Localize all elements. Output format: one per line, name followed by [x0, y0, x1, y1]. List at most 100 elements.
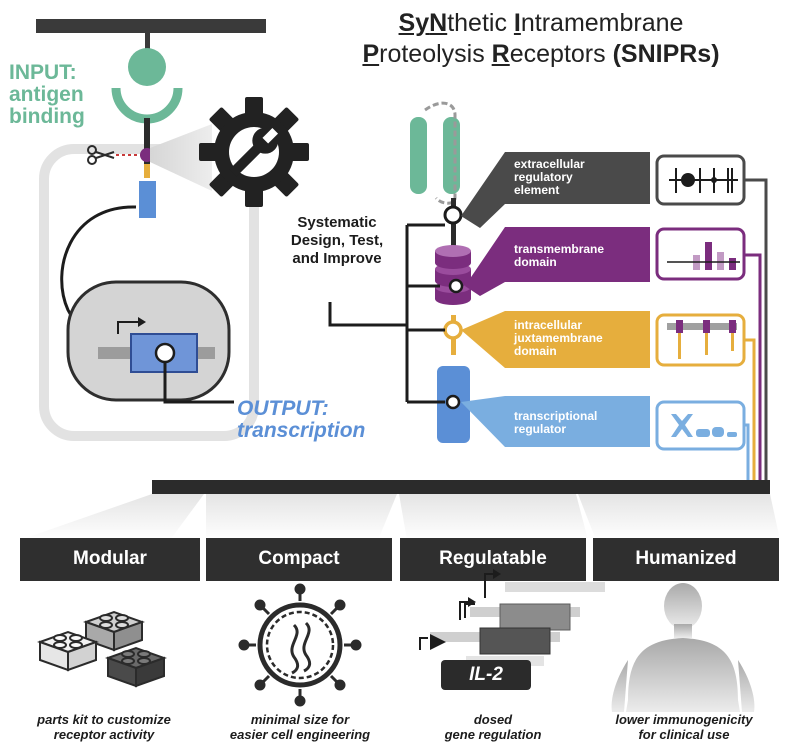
- transcription-start-arrowhead: [138, 317, 146, 327]
- caption-modular: parts kit to customize receptor activity: [4, 712, 204, 742]
- domain-label-regulatory: extracellular regulatory element: [514, 158, 648, 197]
- caption-line: minimal size for: [250, 712, 350, 727]
- title-line2: Proteolysis Receptors (SNIPRs): [296, 39, 786, 70]
- domain-label-line: element: [514, 183, 560, 197]
- title-segment: thetic: [447, 9, 514, 37]
- caption-line: lower immunogenicity: [615, 712, 753, 727]
- title-segment: Sy: [398, 9, 430, 37]
- transcription-start-arrow: [117, 321, 140, 334]
- design-label-line3: and Improve: [292, 250, 382, 267]
- response-element: [154, 342, 176, 364]
- design-label: Systematic Design, Test, and Improve: [272, 214, 402, 268]
- virus-icon: [238, 583, 362, 707]
- domain-label-transmembrane: transmembrane domain: [514, 243, 648, 269]
- caption-line: receptor activity: [53, 727, 155, 742]
- input-label-line1: INPUT:: [9, 61, 77, 84]
- domain-label-line: regulatory: [514, 170, 573, 184]
- output-label: OUTPUT: transcription: [237, 398, 397, 442]
- panel-wire-regulator: [744, 423, 750, 490]
- projection-beams: [20, 480, 780, 540]
- domain-label-juxtamembrane: intracellular juxtamembrane domain: [514, 319, 648, 358]
- human-silhouette-icon: [611, 583, 755, 712]
- panel-wire-juxtamembrane: [744, 338, 756, 490]
- title-segment: (SNIPRs): [612, 40, 720, 68]
- feature-label-modular: Modular: [73, 548, 147, 569]
- gear-wrench-icon: [199, 97, 309, 207]
- dimer-dashed-arc: [424, 101, 457, 205]
- title-segment: roteolysis: [379, 40, 492, 68]
- cell-schematic: [36, 19, 266, 441]
- node-juxtamembrane: [443, 320, 463, 340]
- node-regulatory: [443, 205, 463, 225]
- feature-label-humanized: Humanized: [635, 548, 737, 569]
- node-regulator: [445, 394, 461, 410]
- panel-transmembrane: [655, 227, 746, 281]
- il2-label: IL-2: [469, 664, 503, 685]
- caption-line: parts kit to customize: [37, 712, 171, 727]
- receptor-stem-top: [145, 33, 150, 49]
- callout-regulatory: [461, 152, 650, 228]
- caption-compact: minimal size for easier cell engineering: [200, 712, 400, 742]
- membrane-bar: [36, 19, 266, 33]
- caption-line: easier cell engineering: [229, 727, 371, 742]
- design-label-line1: Systematic: [297, 214, 377, 231]
- extracellular-bar-right: [443, 117, 460, 194]
- extracellular-bar-left: [410, 117, 427, 194]
- title-segment: eceptors: [509, 40, 613, 68]
- transmembrane-stack: [435, 245, 471, 305]
- output-label-line2: transcription: [237, 419, 366, 442]
- domain-label-line: extracellular: [514, 157, 585, 171]
- caption-line: dosed: [473, 712, 513, 727]
- banner-compact: [206, 538, 392, 581]
- banner-humanized: [593, 538, 779, 581]
- domain-label-line: juxtamembrane: [514, 331, 603, 345]
- banner-modular: [20, 538, 200, 581]
- title-segment: P: [362, 40, 380, 68]
- domain-label-line: domain: [514, 344, 557, 358]
- caption-line: gene regulation: [444, 727, 542, 742]
- transcription-factor: [139, 181, 156, 218]
- panel-regulator-glyphs: [671, 414, 737, 437]
- caption-humanized: lower immunogenicity for clinical use: [584, 712, 784, 742]
- domain-label-line: domain: [514, 255, 557, 269]
- title-segment: R: [491, 40, 510, 68]
- feature-label-compact: Compact: [258, 548, 340, 569]
- output-connector: [163, 362, 234, 404]
- panel-wire-transmembrane: [744, 253, 762, 490]
- title-segment: ntramembrane: [520, 9, 684, 37]
- callout-juxtamembrane: [461, 311, 650, 368]
- figure-title: SyNthetic Intramembrane Proteolysis Rece…: [296, 8, 786, 70]
- input-label: INPUT: antigen binding: [9, 62, 119, 128]
- panel-transmembrane-bars: [667, 242, 740, 270]
- domain-label-line: transcriptional: [514, 409, 598, 423]
- input-label-line2: antigen: [9, 83, 84, 106]
- lego-bricks-icon: [37, 610, 167, 688]
- callout-transmembrane: [465, 227, 650, 296]
- caption-line: for clinical use: [638, 727, 730, 742]
- domain-label-regulator: transcriptional regulator: [514, 410, 648, 436]
- output-label-line1: OUTPUT:: [237, 397, 329, 420]
- title-segment: I: [513, 9, 521, 37]
- tree-trunk: [328, 223, 445, 404]
- antigen-icon: [128, 48, 166, 86]
- feature-label-regulatable: Regulatable: [439, 548, 547, 569]
- binding-domain-icon: [111, 87, 183, 124]
- domain-label-line: transmembrane: [514, 242, 605, 256]
- receptor-stem: [144, 118, 150, 168]
- parts-tree: [328, 101, 768, 490]
- panel-regulator: [655, 400, 746, 451]
- domain-label-line: intracellular: [514, 318, 583, 332]
- input-label-line3: binding: [9, 105, 85, 128]
- design-label-line2: Design, Test,: [290, 232, 384, 249]
- zoom-beam: [150, 124, 212, 191]
- domain-label-line: regulator: [514, 422, 567, 436]
- panel-juxtamembrane-glyphs: [667, 320, 737, 359]
- callout-regulator: [461, 396, 650, 447]
- juxtamembrane-segment: [144, 164, 150, 178]
- scissors-icon: [87, 145, 115, 165]
- gene-stack-icon: [419, 569, 605, 690]
- caption-regulatable: dosed gene regulation: [398, 712, 588, 742]
- title-segment: N: [429, 9, 448, 37]
